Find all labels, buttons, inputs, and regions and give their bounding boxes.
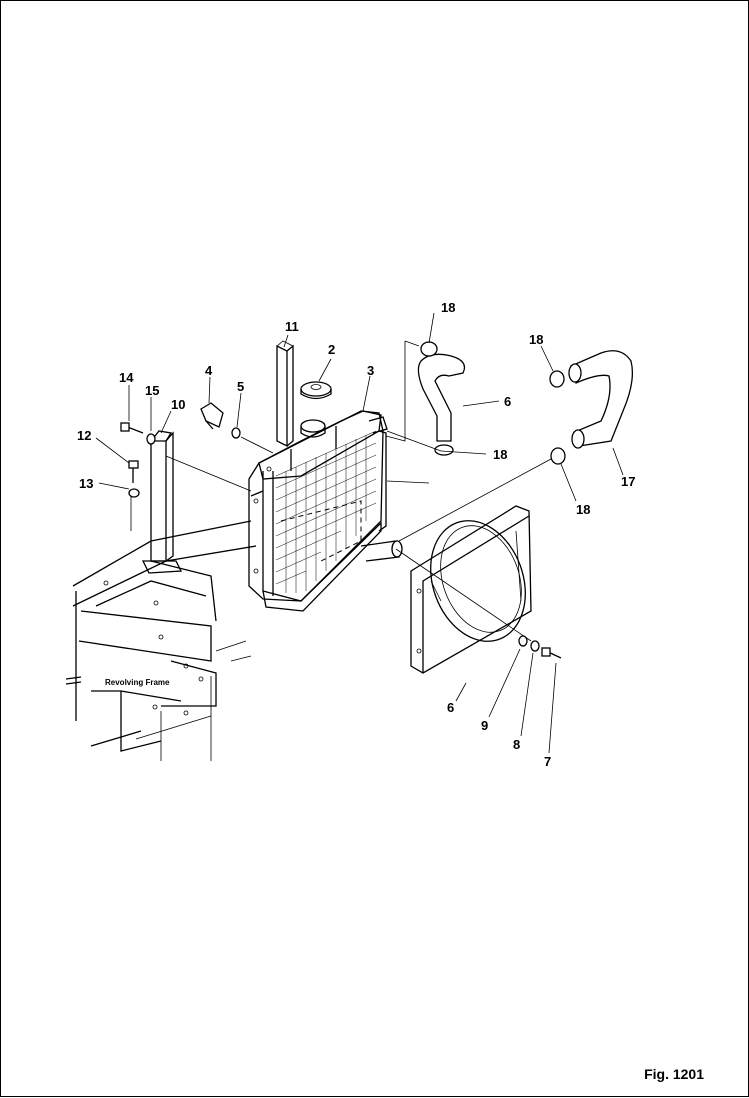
fasteners-right [518, 635, 562, 659]
callout-15: 15 [145, 383, 160, 398]
bracket-10 [130, 430, 252, 574]
callout-6-shroud: 6 [447, 700, 455, 715]
callout-18-hose-bottom: 18 [493, 447, 508, 462]
callout-11: 11 [285, 319, 299, 334]
fasteners-left [120, 422, 156, 498]
callout-7: 7 [544, 754, 552, 769]
leader-lines [95, 312, 624, 754]
upper-hose-6 [385, 340, 466, 456]
callout-14: 14 [119, 370, 134, 385]
callout-18-upper-clamp: 18 [441, 300, 456, 315]
callout-3: 3 [367, 363, 375, 378]
revolving-frame [65, 520, 257, 761]
figure-caption: Fig. 1201 [644, 1066, 704, 1082]
callout-6-hose: 6 [504, 394, 512, 409]
callout-10: 10 [171, 397, 186, 412]
revolving-frame-label: Revolving Frame [105, 678, 170, 687]
callout-4: 4 [205, 363, 213, 378]
callout-5: 5 [237, 379, 245, 394]
callout-13: 13 [79, 476, 94, 491]
drain-cock-4 [200, 402, 274, 454]
callout-17: 17 [621, 474, 636, 489]
callout-12: 12 [77, 428, 92, 443]
radiator-cap-2 [300, 381, 332, 400]
stay-11 [276, 340, 294, 448]
callout-9: 9 [481, 718, 489, 733]
callout-2: 2 [328, 342, 336, 357]
callout-18-lower-hose-clamp-bottom: 18 [576, 502, 591, 517]
callout-18-lower-hose-clamp-top: 18 [529, 332, 544, 347]
radiator-3 [248, 410, 403, 612]
fan-shroud-6 [410, 505, 532, 674]
lower-hose-17 [549, 350, 634, 465]
callout-8: 8 [513, 737, 521, 752]
